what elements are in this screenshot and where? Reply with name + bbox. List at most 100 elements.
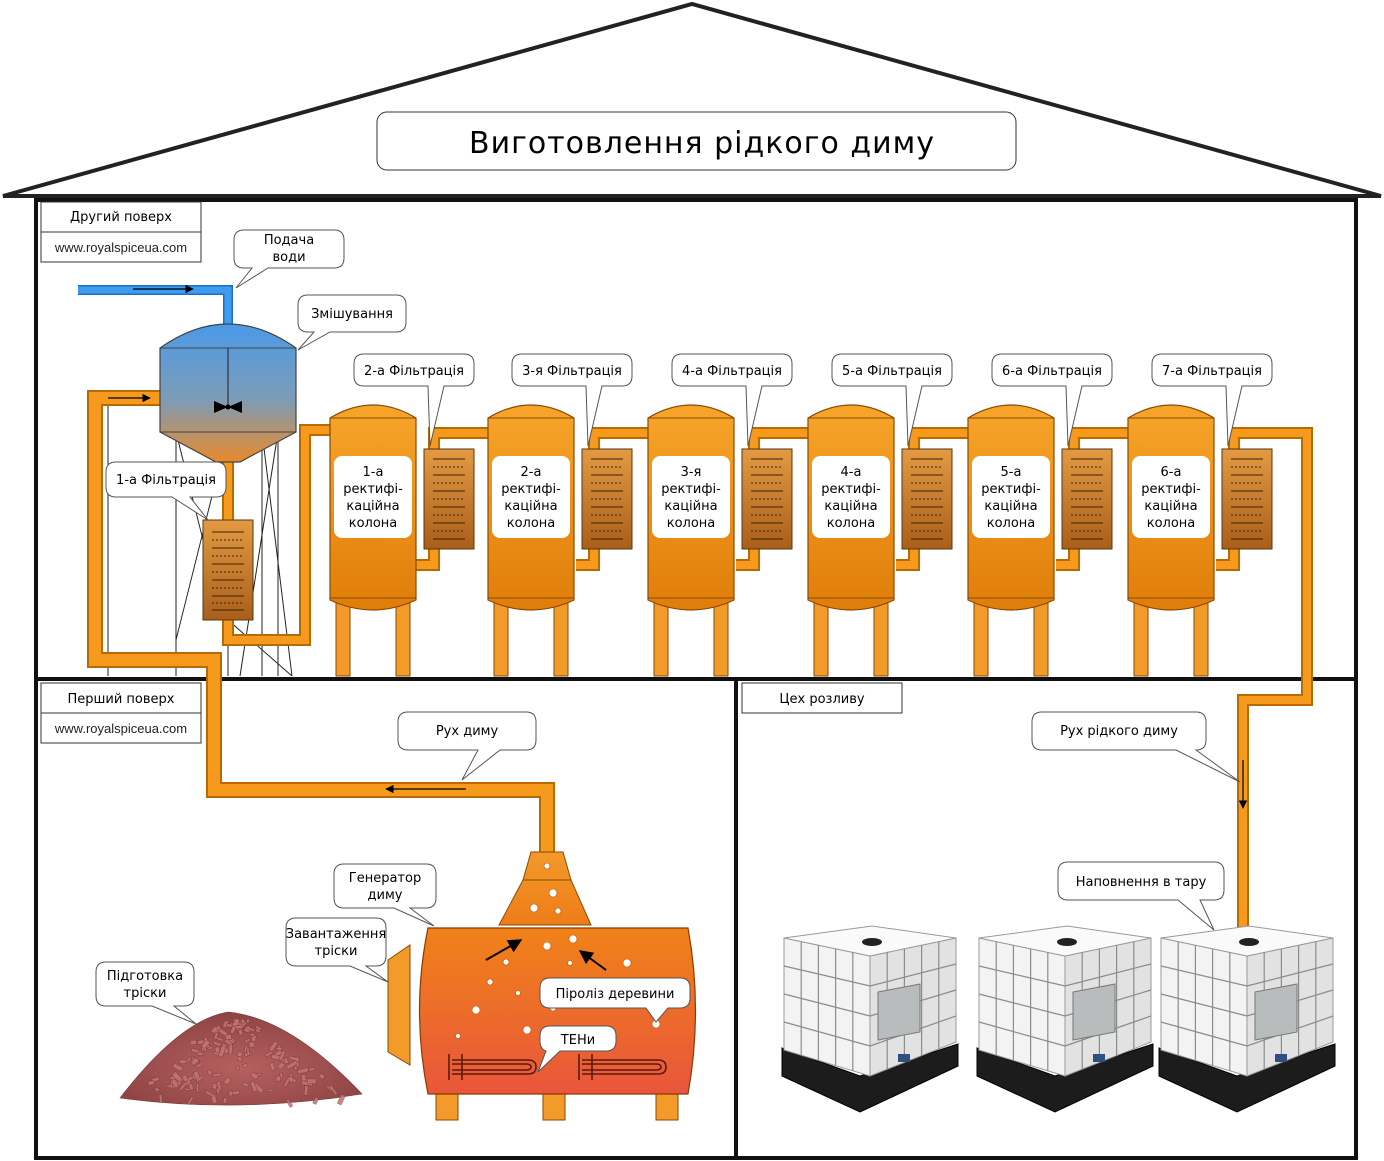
filter-7 [1221, 448, 1273, 550]
callout-pyrolysis: Піроліз деревини [539, 977, 691, 1023]
roof [2, 1, 1382, 198]
column-label-box [1132, 456, 1210, 538]
column-label-line: каційна [824, 499, 877, 514]
column-label-line: колона [667, 516, 716, 531]
callout-heaters: ТЕНи [537, 1025, 617, 1073]
mixing-tank [159, 323, 297, 463]
callout-liquid-flow: Рух рідкого диму [1031, 711, 1241, 783]
smoke-generator [387, 851, 697, 1121]
distillation-column-3: 3-я ректифі-каційна колона [647, 404, 735, 677]
column-label-line: каційна [504, 499, 557, 514]
filter-3 [581, 448, 633, 550]
callout-smoke-flow: Рух диму [397, 711, 537, 781]
column-leg [653, 599, 669, 677]
column-label-box [334, 456, 412, 538]
ibc-tank-icon [1158, 925, 1336, 1113]
filtration-callout-text: 3-я Фільтрація [522, 364, 622, 379]
second-floor-label: Другий поверх www.royalspiceua.com [40, 201, 202, 263]
column-leg [1133, 599, 1149, 677]
smoke-duct [87, 390, 555, 852]
column-label-line: каційна [664, 499, 717, 514]
page-title: Виготовлення рідкого диму [469, 126, 935, 161]
column-leg [713, 599, 729, 677]
distillation-column-1: 1-а ректифі-каційна колона [329, 404, 417, 677]
heating-element-icon [448, 1054, 667, 1080]
callout-filtration-5: 5-а Фільтрація [831, 353, 953, 447]
filter-4 [741, 448, 793, 550]
column-leg [553, 599, 569, 677]
pyrolysis-arrow-right [578, 950, 607, 971]
column-label-line: 4-а [841, 465, 862, 480]
generator-callout-line2: диму [368, 888, 403, 903]
column-leg [1193, 599, 1209, 677]
callout-filling: Наповнення в тару [1057, 861, 1225, 931]
chip-loading-hatch [387, 944, 411, 1066]
liquid-flow-callout-text: Рух рідкого диму [1060, 724, 1178, 739]
callout-filtration-3: 3-я Фільтрація [511, 353, 633, 447]
callout-filter1: 1-а Фільтрація [105, 461, 227, 521]
wood-chips-icon [119, 1011, 363, 1108]
second-floor-url: www.royalspiceua.com [54, 240, 187, 255]
bottling-room-title: Цех розливу [779, 692, 864, 707]
mixing-callout-text: Змішування [311, 307, 393, 322]
pyrolysis-callout-text: Піроліз деревини [556, 987, 675, 1002]
columns-layer: 1-а ректифі-каційна колона 2-а Фільтрація 2-… [329, 353, 1273, 677]
pallet [781, 1043, 959, 1113]
loading-callout-line1: Завантаження [286, 927, 387, 942]
filtration-callout-text: 5-а Фільтрація [842, 364, 942, 379]
water-callout-line1: Подача [264, 233, 314, 248]
column-label-line: 1-а [363, 465, 384, 480]
water-callout-line2: води [272, 250, 305, 265]
pyrolysis-arrow-left [485, 939, 523, 961]
column-label-line: 2-а [521, 465, 542, 480]
filter-2 [423, 448, 475, 550]
filter-1 [202, 519, 254, 621]
column-label-line: ректифі- [981, 482, 1041, 497]
column-leg [395, 599, 411, 677]
first-floor-label: Перший поверх www.royalspiceua.com [40, 682, 202, 744]
callout-loading: Завантаження тріски [285, 917, 389, 983]
callout-filtration-4: 4-а Фільтрація [671, 353, 793, 447]
callout-mixing: Змішування [297, 294, 407, 351]
column-label-line: колона [1147, 516, 1196, 531]
column-label-line: каційна [346, 499, 399, 514]
pallet [1158, 1043, 1336, 1113]
pallet [976, 1043, 1154, 1113]
title-box: Виготовлення рідкого диму [376, 111, 1017, 171]
filter1-callout-text: 1-а Фільтрація [116, 473, 216, 488]
column-leg [1033, 599, 1049, 677]
column-label-line: колона [349, 516, 398, 531]
column-leg [335, 599, 351, 677]
filling-callout-text: Наповнення в тару [1076, 875, 1207, 890]
column-label-line: ректифі- [661, 482, 721, 497]
smoke-bubbles [455, 862, 661, 1039]
generator-body [418, 927, 697, 1095]
column-leg [813, 599, 829, 677]
column-label-box [492, 456, 570, 538]
generator-legs [435, 1091, 679, 1121]
filtration-callout-text: 7-а Фільтрація [1162, 364, 1262, 379]
smoke-flow-callout-text: Рух диму [436, 724, 499, 739]
ibc-tank-icon [781, 925, 959, 1113]
column-label-box [972, 456, 1050, 538]
heaters-callout-text: ТЕНи [560, 1033, 595, 1048]
chips-callout-line1: Підготовка [107, 969, 183, 984]
column-leg [873, 599, 889, 677]
filter-6 [1061, 448, 1113, 550]
callout-filtration-7: 7-а Фільтрація [1151, 353, 1273, 447]
callout-filtration-2: 2-а Фільтрація [353, 353, 475, 447]
water-pipe [78, 284, 233, 325]
column-label-line: каційна [1144, 499, 1197, 514]
chips-callout-line2: тріски [124, 986, 167, 1001]
loading-callout-line2: тріски [315, 944, 358, 959]
column-label-line: колона [987, 516, 1036, 531]
column-label-line: ректифі- [343, 482, 403, 497]
tanks-layer [781, 925, 1336, 1113]
mixer-blade-icon [214, 401, 242, 413]
column-label-line: 3-я [681, 465, 702, 480]
column-label-line: 6-а [1161, 465, 1182, 480]
